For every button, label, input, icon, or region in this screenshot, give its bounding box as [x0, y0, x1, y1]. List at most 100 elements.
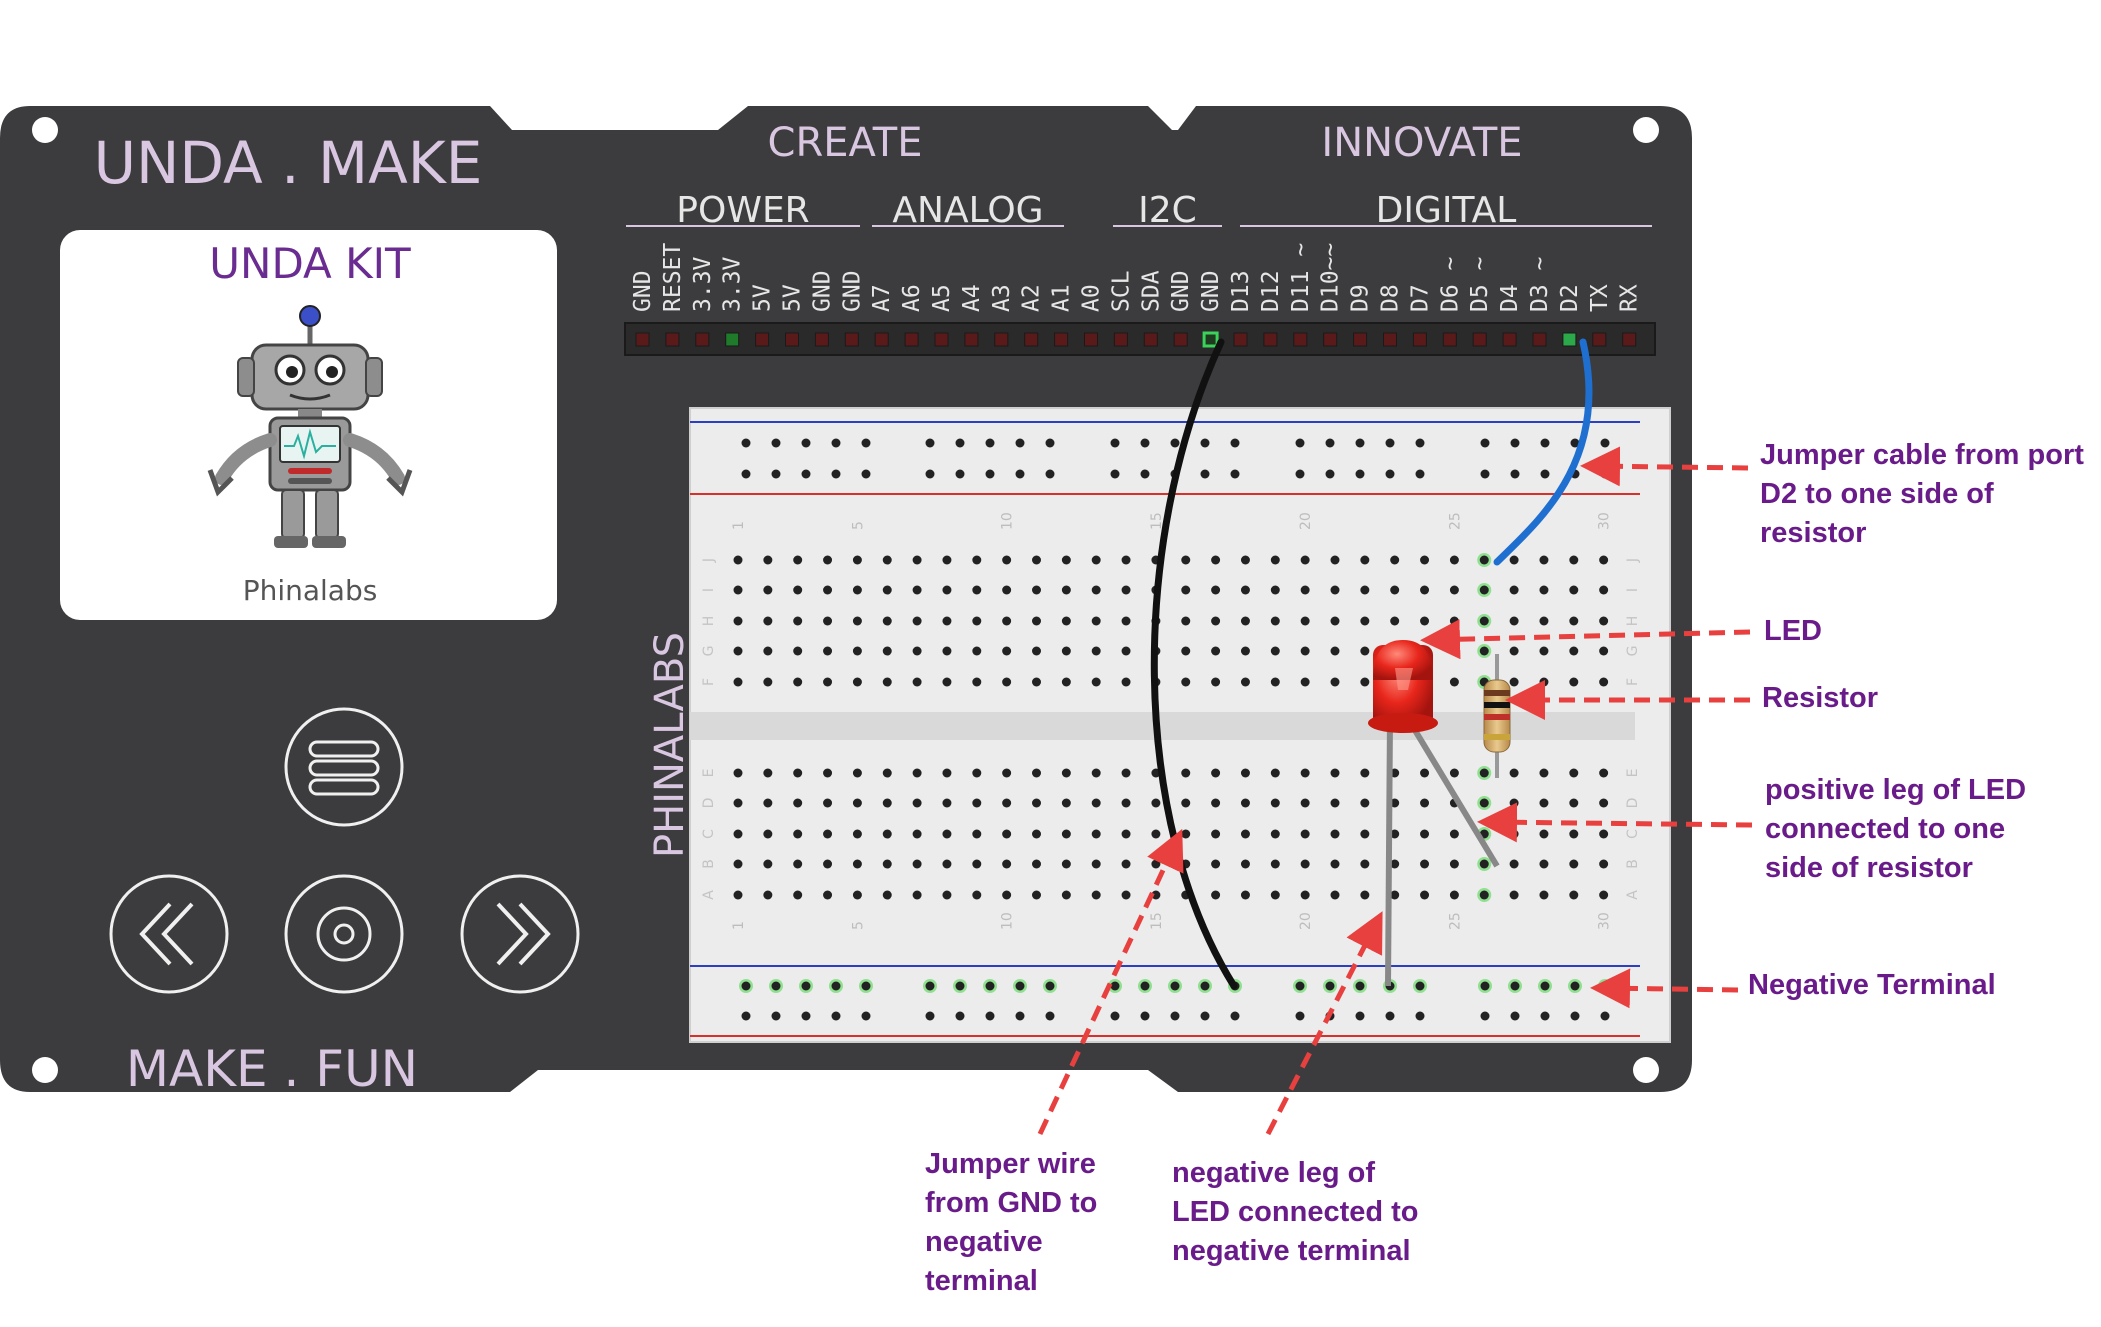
row-letter: G	[701, 646, 717, 657]
svg-text:positive leg of LED: positive leg of LED	[1765, 774, 2026, 806]
breadboard-hole	[1032, 585, 1041, 595]
breadboard-hole	[1330, 829, 1340, 839]
rail-hole	[771, 981, 781, 991]
rail-hole	[925, 981, 935, 991]
rail-hole	[925, 438, 935, 448]
create-label: CREATE	[768, 120, 923, 166]
breadboard-hole	[1002, 798, 1012, 808]
rail-hole	[1230, 438, 1240, 448]
breadboard-hole	[1569, 555, 1579, 565]
breadboard-hole	[1032, 768, 1041, 778]
breadboard-hole	[823, 585, 833, 595]
breadboard-hole	[882, 768, 892, 778]
rail-hole	[1200, 1011, 1210, 1021]
breadboard-hole	[1599, 798, 1609, 808]
breadboard-hole	[882, 677, 892, 687]
breadboard-hole	[852, 646, 862, 656]
pin-label: D11 ~	[1288, 243, 1314, 312]
rail-hole	[1200, 981, 1210, 991]
rewind-icon	[139, 902, 194, 966]
rail-hole	[1170, 438, 1180, 448]
rail-hole	[1415, 1011, 1425, 1021]
rail-hole	[831, 981, 841, 991]
rail-hole	[1325, 438, 1335, 448]
breadboard-hole	[1091, 829, 1101, 839]
breadboard-hole	[1240, 768, 1250, 778]
rail-hole	[1230, 469, 1240, 479]
header-pin	[755, 332, 770, 347]
black-jumper-wire	[1150, 338, 1238, 990]
breadboard-hole	[1211, 859, 1221, 869]
svg-text:resistor: resistor	[1760, 517, 1866, 549]
breadboard-hole	[1300, 555, 1310, 565]
breadboard-hole	[1360, 859, 1370, 869]
breadboard-hole	[1211, 616, 1221, 626]
breadboard-hole	[912, 646, 922, 656]
breadboard-hole	[1390, 616, 1400, 626]
rail-hole	[955, 438, 965, 448]
breadboard-hole	[1211, 555, 1221, 565]
breadboard-hole	[1300, 859, 1310, 869]
breadboard-hole	[1091, 859, 1101, 869]
breadboard-hole	[763, 798, 773, 808]
header-pin	[1054, 332, 1069, 347]
rail-hole	[1230, 1011, 1240, 1021]
rail-hole	[1110, 469, 1120, 479]
breadboard-hole	[763, 829, 773, 839]
breadboard-hole	[733, 890, 743, 900]
menu-button[interactable]	[284, 707, 404, 827]
rail-hole	[925, 1011, 935, 1021]
breadboard-hole	[1211, 768, 1221, 778]
breadboard-hole	[1240, 555, 1250, 565]
rail-hole	[955, 469, 965, 479]
breadboard-hole	[1360, 646, 1370, 656]
callout-arrows	[1037, 446, 1753, 1136]
breadboard-hole	[1270, 677, 1280, 687]
callout-jumper-d2: Jumper cable from port D2 to one side of…	[1760, 439, 2084, 549]
breadboard-hole	[1270, 798, 1280, 808]
breadboard-hole	[1300, 646, 1310, 656]
breadboard-hole	[1390, 890, 1400, 900]
breadboard-holes	[733, 438, 1612, 1021]
breadboard-hole	[763, 646, 773, 656]
breadboard-hole	[793, 859, 803, 869]
center-icon	[316, 906, 372, 962]
rail-hole	[771, 1011, 781, 1021]
breadboard-hole	[1539, 555, 1549, 565]
rail-hole	[1170, 981, 1180, 991]
breadboard-hole	[1539, 829, 1549, 839]
breadboard-hole	[793, 890, 803, 900]
breadboard-hole	[1061, 677, 1071, 687]
row-letter: C	[1625, 829, 1641, 839]
breadboard-hole	[1181, 585, 1191, 595]
breadboard-hole	[763, 555, 773, 565]
rail-hole	[1355, 469, 1365, 479]
breadboard-hole	[1479, 616, 1489, 626]
brand-bottom: MAKE . FUN	[126, 1040, 418, 1098]
breadboard-hole	[942, 890, 952, 900]
rail-hole	[1295, 469, 1305, 479]
breadboard-hole	[1240, 890, 1250, 900]
rewind-button[interactable]	[109, 874, 229, 994]
column-number: 25	[1447, 512, 1463, 530]
header-pins	[635, 331, 1637, 348]
forward-button[interactable]	[460, 874, 580, 994]
breadboard-hole	[823, 859, 833, 869]
breadboard-hole	[852, 859, 862, 869]
header-pin	[1532, 332, 1547, 347]
column-number: 1	[731, 921, 747, 930]
breadboard-hole	[1509, 646, 1519, 656]
breadboard-hole	[1599, 677, 1609, 687]
rail-hole	[1600, 438, 1610, 448]
breadboard-hole	[852, 768, 862, 778]
breadboard-hole	[972, 768, 982, 778]
breadboard-hole	[942, 798, 952, 808]
breadboard-hole	[1330, 585, 1340, 595]
row-letter: B	[701, 859, 717, 869]
breadboard-hole	[1420, 829, 1430, 839]
center-button[interactable]	[284, 874, 404, 994]
breadboard-hole	[1091, 585, 1101, 595]
breadboard-hole	[1061, 585, 1071, 595]
pin-label: D4	[1497, 284, 1523, 312]
breadboard-hole	[852, 677, 862, 687]
